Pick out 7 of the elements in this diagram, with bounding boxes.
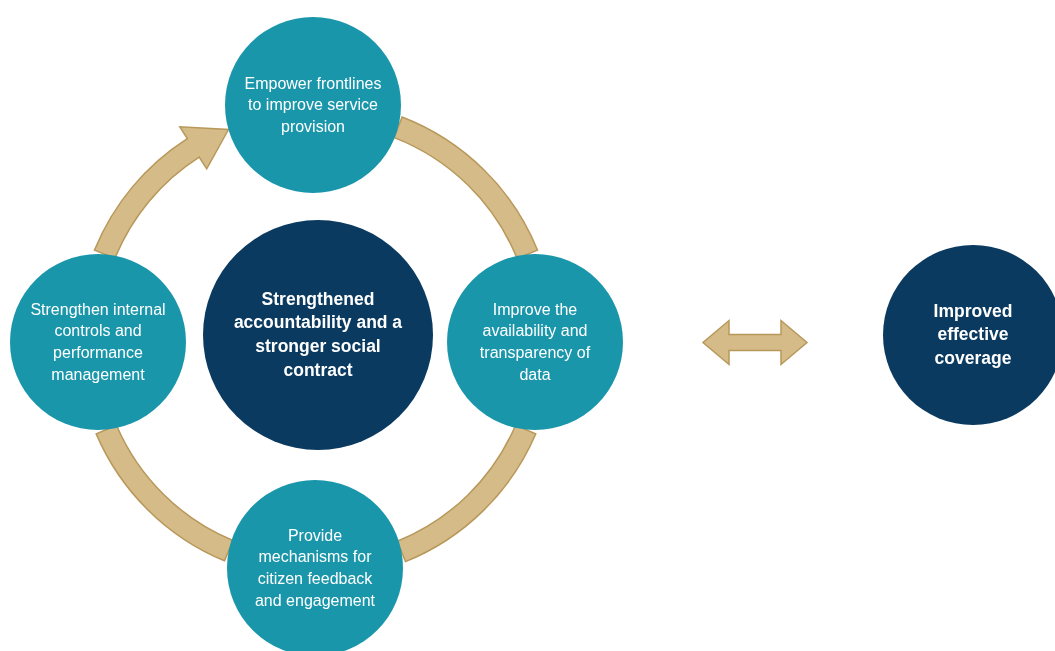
circle-label: Improve the availability and transparency of data [478,299,592,385]
circle-label: Strengthened accountability and a stronger social contract [232,287,404,382]
circle-label: Strengthen internal controls and performance management [29,299,167,385]
circle-label: Provide mechanisms for citizen feedback and engagement [253,525,377,611]
circle-label: Empower frontlines to improve service provision [243,73,383,137]
double-arrow [701,318,809,367]
circle-label: Improved effective coverage [932,299,1014,370]
